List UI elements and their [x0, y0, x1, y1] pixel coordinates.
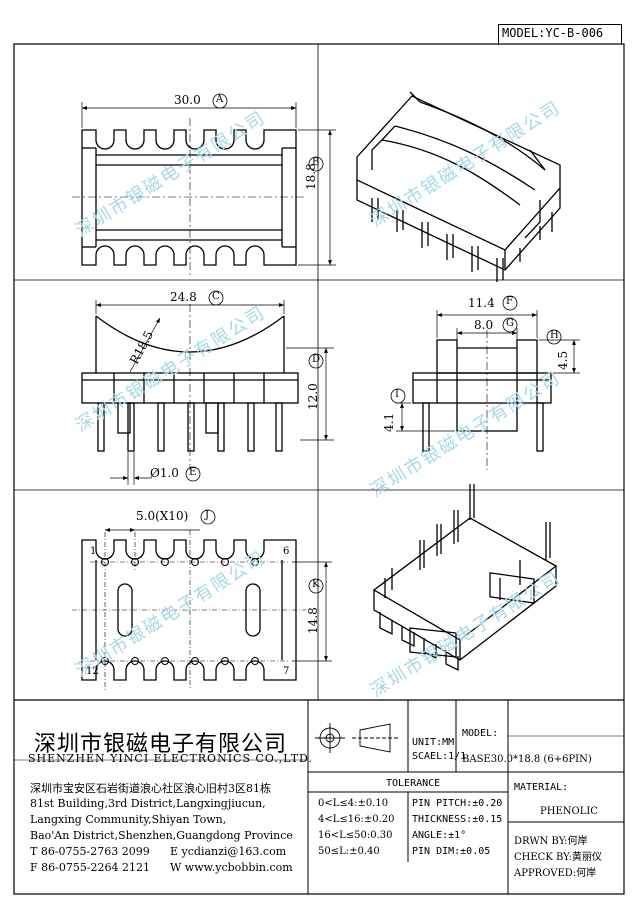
email-label: E ycdianzi@163.com: [170, 845, 287, 858]
tag-circle-j: [200, 509, 216, 525]
tel-label: T 86-0755-2763 2099: [30, 845, 150, 858]
pin-dia-tag: E: [189, 467, 197, 478]
model-value: BASE30.0*18.8 (6+6PIN): [462, 754, 592, 765]
tolerance-2: 4<L≤16:±0.20: [318, 814, 395, 825]
pitch-tag: J: [205, 510, 210, 521]
dim-i-value: 4.1: [382, 412, 396, 432]
address-en-1: 81st Building,3rd District,Langxingjiucu…: [30, 797, 266, 810]
model-label: MODEL:: [462, 728, 499, 739]
projection-symbol: [315, 723, 398, 753]
tag-circle-c: [208, 290, 224, 306]
tolerance-1: 0<L≤4:±0.10: [318, 798, 389, 809]
dim-a-value: 30.0: [174, 93, 201, 107]
top-view: [81, 129, 297, 266]
fax-label: F 86-0755-2264 2121: [30, 861, 151, 874]
dim-k-value: 14.8: [306, 607, 320, 634]
iso-view-top: [356, 91, 561, 282]
check-by: CHECK BY:黄丽仪: [514, 852, 602, 863]
tolerance-4: 50≤L:±0.40: [318, 846, 380, 857]
scale-label: SCAEL:1/1: [412, 751, 467, 762]
company-name-cn: 深圳市银磁电子有限公司: [34, 732, 288, 757]
pitch-value: 5.0(X10): [136, 509, 189, 523]
drawing-border: [13, 43, 625, 895]
dim-b-value: 18.8: [304, 163, 318, 190]
tag-circle-i: [390, 388, 406, 404]
dim-f-g-lines: [436, 310, 538, 346]
dim-a-tag: A: [216, 94, 224, 105]
dim-f-value: 11.4: [468, 296, 495, 310]
drawn-by: DRWN BY:何岸: [514, 836, 588, 847]
web-label: W www.ycbobbin.com: [170, 861, 293, 874]
side-view: [81, 315, 299, 452]
tag-circle-k: [308, 578, 324, 594]
title-block-grid: [14, 699, 624, 894]
address-en-3: Bao'An District,Shenzhen,Guangdong Provi…: [30, 829, 293, 842]
material-label: MATERIAL:: [514, 782, 569, 793]
dim-d-lines: [286, 347, 334, 441]
pin-dim-tolerance: PIN DIM:±0.05: [412, 846, 491, 857]
tag-circle-g: [502, 317, 518, 333]
tolerance-3: 16<L≤50:0.30: [318, 830, 393, 841]
dim-h-tag: H: [550, 330, 559, 341]
tag-circle-f: [502, 295, 518, 311]
pin-7-label: 7: [283, 666, 290, 677]
approved-by: APPROVED:何岸: [514, 868, 597, 879]
bottom-view-centerlines: [72, 530, 306, 690]
dim-g-tag: G: [506, 318, 514, 329]
iso-view-bottom: [372, 484, 558, 672]
angle-tolerance: ANGLE:±1°: [412, 830, 467, 841]
tag-circle-a: [212, 93, 228, 109]
dim-k-lines: [292, 561, 332, 662]
tag-circle-h: [546, 329, 562, 345]
tolerance-title: TOLERANCE: [386, 778, 441, 789]
tag-circle-b: [308, 156, 324, 172]
dim-c-value: 24.8: [170, 290, 197, 304]
dim-b-lines: [298, 129, 336, 266]
dim-c-tag: C: [212, 291, 220, 302]
dim-h-lines: [539, 339, 580, 374]
tag-circle-d: [308, 353, 324, 369]
dim-c-lines: [95, 300, 285, 373]
model-header: MODEL:YC-B-006: [502, 26, 604, 40]
pin-12-label: 12: [86, 666, 99, 677]
pin-pitch-tolerance: PIN PITCH:±0.20: [412, 798, 503, 809]
dim-k-tag: K: [312, 579, 320, 590]
dim-a-lines: [81, 102, 297, 128]
material-value: PHENOLIC: [540, 806, 598, 817]
dim-b-tag: B: [312, 157, 320, 168]
dim-h-value: 4.5: [556, 350, 570, 370]
dim-i-tag: I: [395, 389, 399, 400]
dim-f-tag: F: [506, 296, 513, 307]
dim-d-tag: D: [312, 354, 321, 365]
dim-e-lines: [110, 452, 152, 485]
address-cn: 深圳市宝安区石岩街道浪心社区浪心旧村3区81栋: [30, 782, 271, 795]
pin-1-label: 1: [90, 546, 97, 557]
address-en-2: Langxing Community,Shiyan Town,: [30, 813, 227, 826]
unit-label: UNIT:MM: [412, 737, 455, 748]
dim-d-value: 12.0: [306, 383, 320, 410]
dim-i-lines: [396, 402, 455, 432]
company-name-en: SHENZHEN YINCI ELECTRONICS CO.,LTD.: [28, 752, 313, 765]
dim-g-value: 8.0: [474, 318, 494, 332]
tag-circle-e: [185, 466, 201, 482]
pin-6-label: 6: [283, 546, 290, 557]
model-header-box: [498, 24, 622, 45]
pin-dia-value: Ø1.0: [150, 466, 179, 480]
thickness-tolerance: THICKNESS:±0.15: [412, 814, 503, 825]
